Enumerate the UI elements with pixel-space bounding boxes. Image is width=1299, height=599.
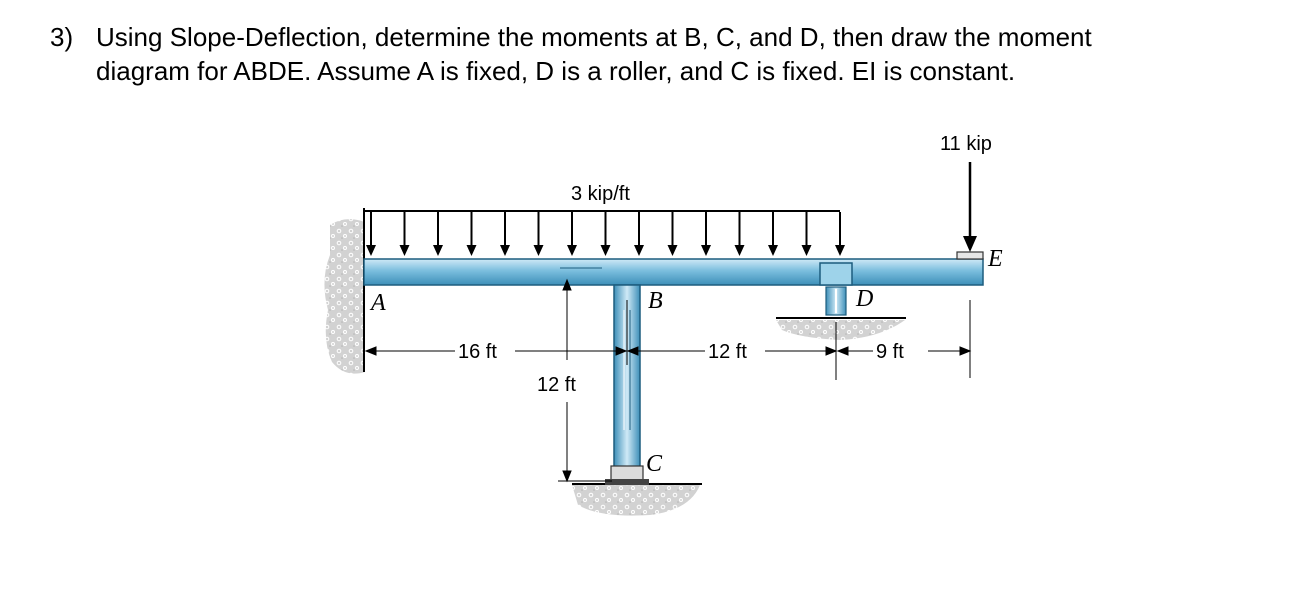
point-load-label: 11 kip — [940, 133, 992, 155]
udl-arrow-head — [634, 245, 644, 256]
udl-arrow-head — [366, 245, 376, 256]
udl-arrow-head — [768, 245, 778, 256]
dim-bc-label: 12 ft — [537, 374, 576, 396]
point-d-label: D — [855, 286, 873, 312]
udl-arrow-head — [533, 245, 544, 256]
dim-de-label: 9 ft — [876, 341, 904, 363]
udl-arrow-head — [567, 245, 577, 256]
udl-arrow-head — [801, 245, 812, 256]
point-b-label: B — [648, 288, 663, 314]
question-number: 3) — [50, 22, 74, 52]
distributed-load-label: 3 kip/ft — [571, 183, 630, 205]
question-line-2: diagram for ABDE. Assume A is fixed, D i… — [96, 56, 1016, 86]
question-line-1: Using Slope-Deflection, determine the mo… — [96, 22, 1092, 52]
point-c-label: C — [646, 451, 663, 477]
dimension-lines — [364, 278, 972, 483]
distributed-load — [365, 210, 845, 256]
beam-abde — [363, 258, 984, 286]
udl-arrow-head — [667, 245, 678, 256]
roller-support-d — [776, 262, 906, 340]
fixed-support-c — [572, 465, 702, 516]
point-a-label: A — [369, 290, 386, 316]
point-e-label: E — [987, 246, 1003, 272]
udl-arrow-head — [734, 245, 745, 256]
dim-bd-label: 12 ft — [708, 341, 747, 363]
point-load-arrow — [963, 162, 977, 252]
dim-ab-label: 16 ft — [458, 341, 497, 363]
udl-arrow-head — [433, 245, 443, 256]
end-e-plate — [956, 251, 984, 260]
udl-arrow-head — [835, 245, 845, 256]
udl-arrow-head — [466, 245, 477, 256]
udl-arrow-head — [701, 245, 711, 256]
udl-arrow-head — [600, 245, 611, 256]
udl-arrow-head — [500, 245, 510, 256]
udl-arrow-head — [399, 245, 410, 256]
